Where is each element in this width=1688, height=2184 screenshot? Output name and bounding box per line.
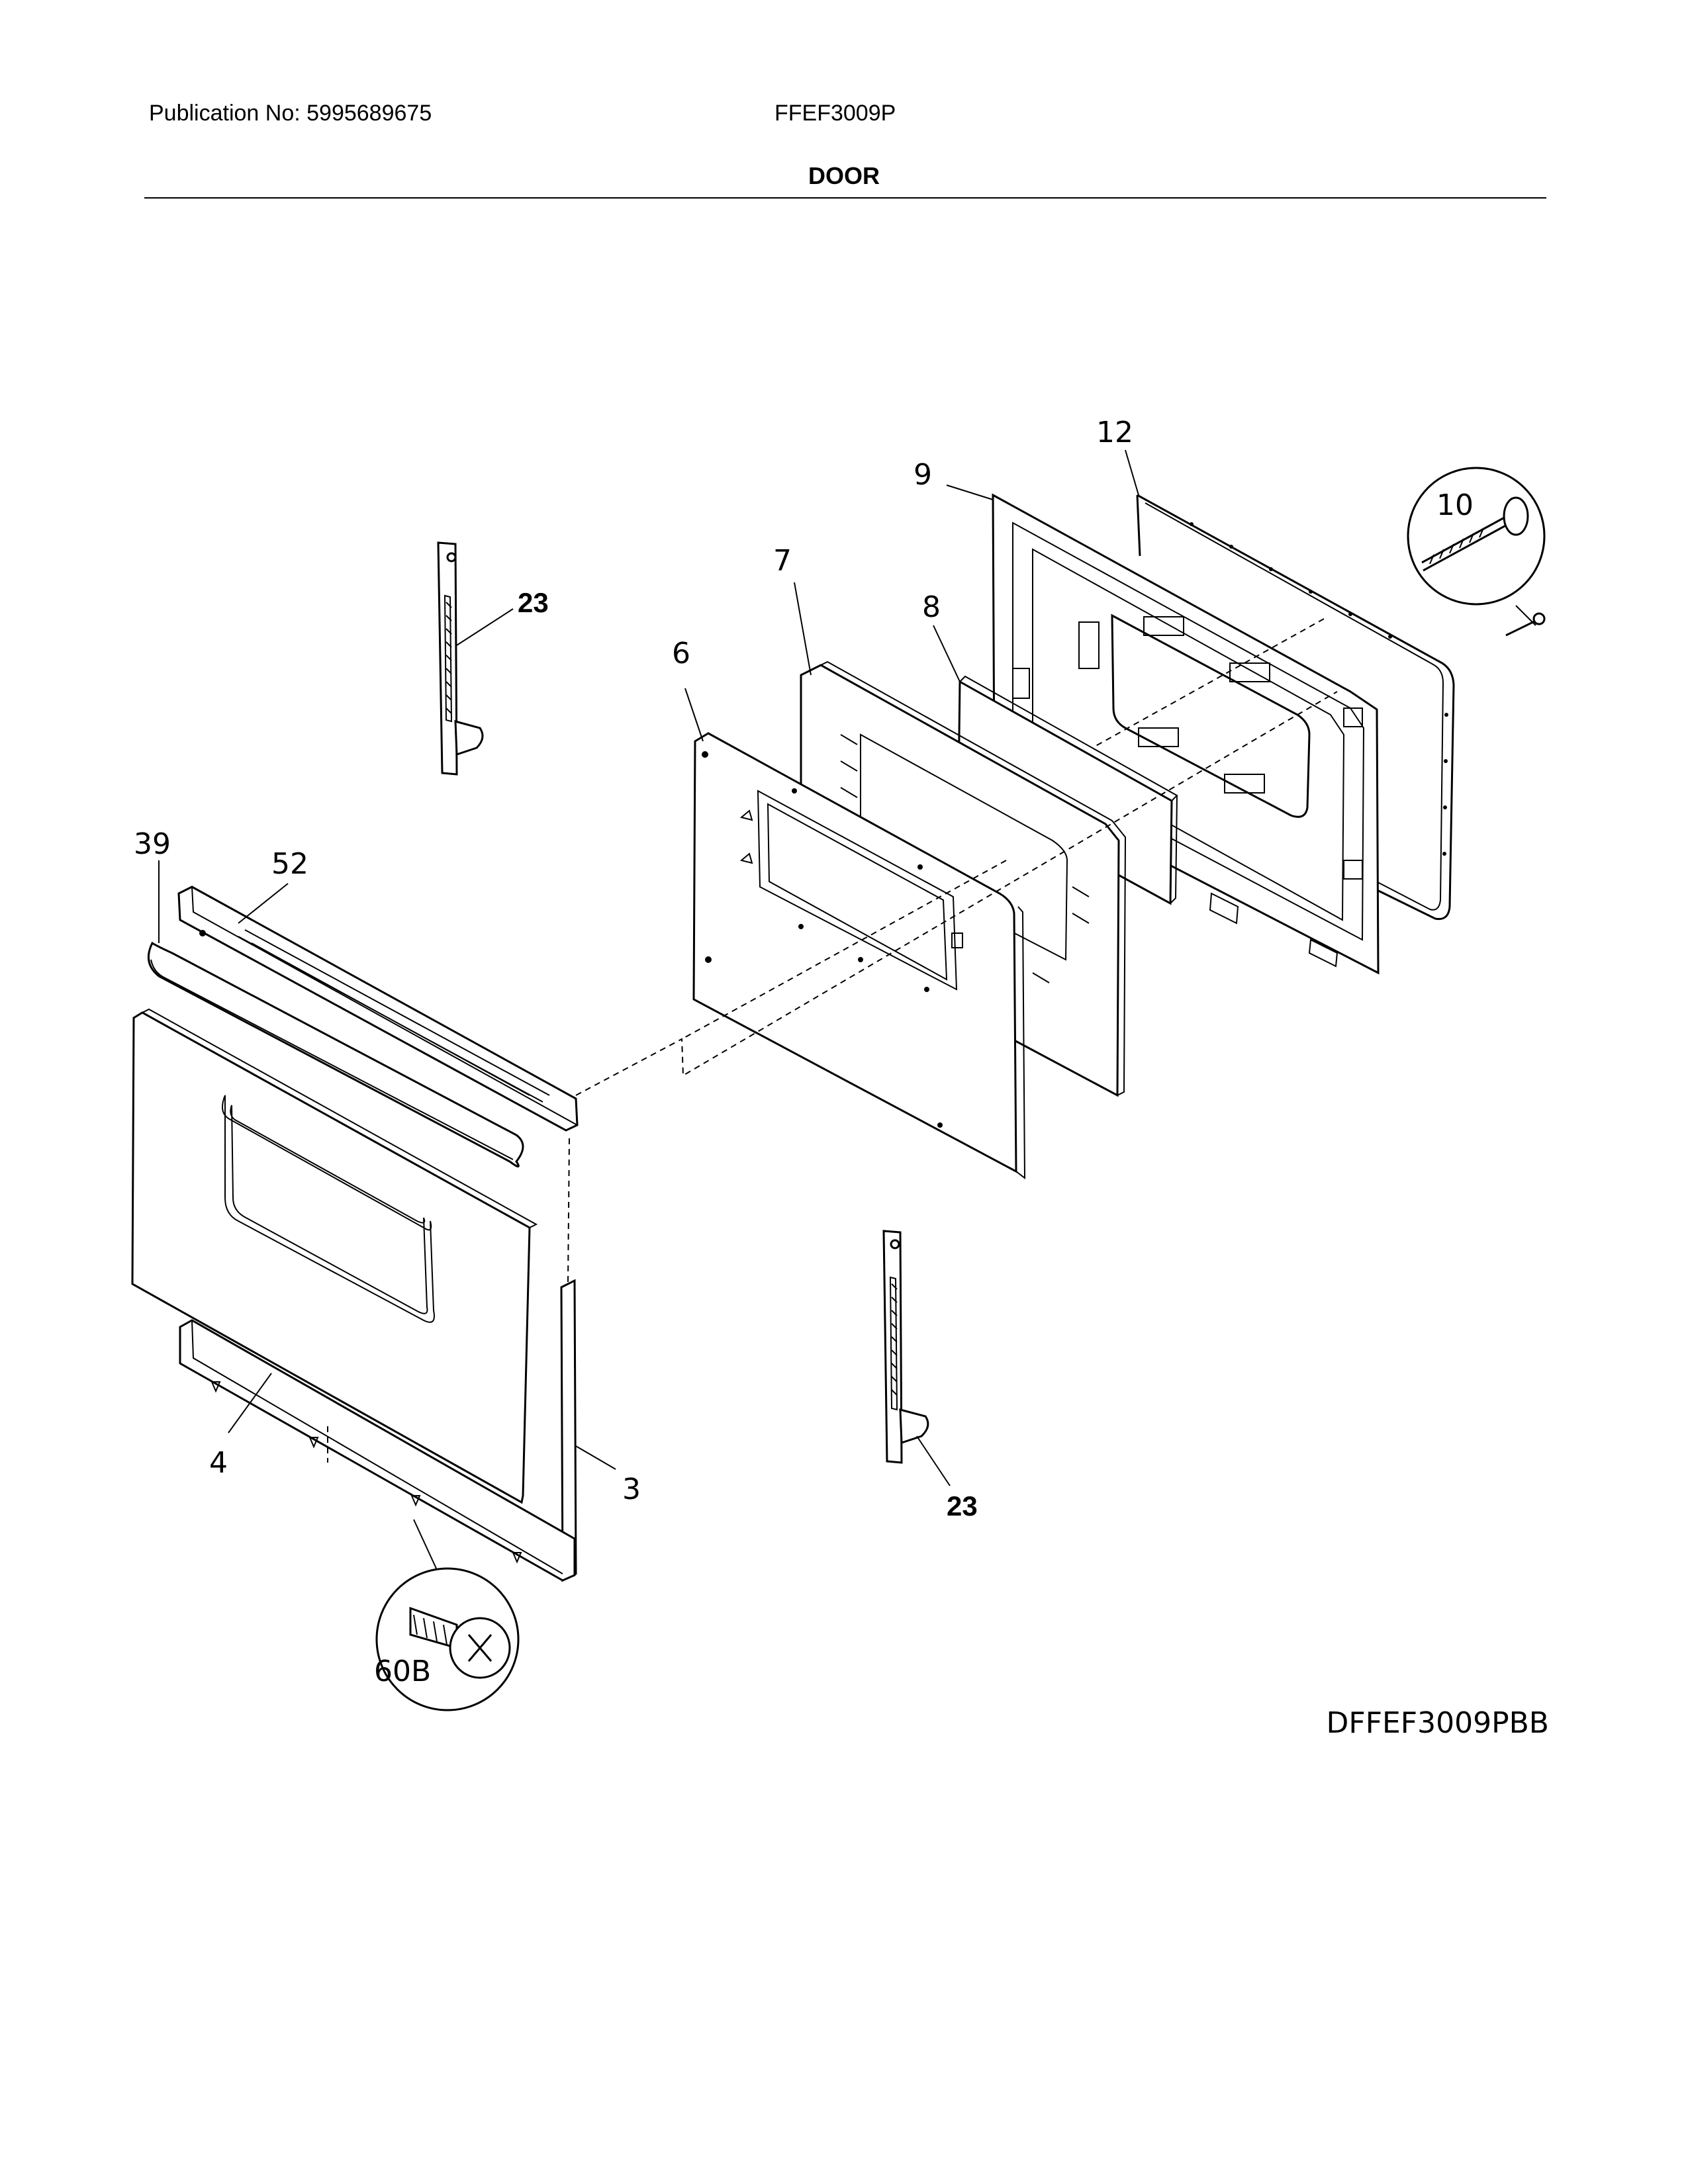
door-handle [147,941,524,1167]
assembly-lines [327,618,1338,1463]
callout-52: 52 [271,847,308,881]
callout-23-bottom: 23 [947,1490,978,1522]
door-top-trim [177,886,579,1132]
callout-10: 10 [1436,488,1474,522]
callout-12: 12 [1096,416,1133,449]
screw-detail-10 [1407,467,1546,637]
hinge-top [437,541,484,776]
inner-door-liner [992,493,1380,975]
callout-8: 8 [922,590,941,624]
model-number: FFEF3009P [774,101,896,126]
callout-23-top: 23 [518,587,549,618]
callout-60b: 60B [374,1655,431,1688]
publication-number: Publication No: 5995689675 [149,101,432,126]
leader-lines [158,449,1139,1570]
callout-4: 4 [209,1446,228,1480]
outer-door-panel [131,1008,538,1504]
screw-detail-60b [375,1567,520,1711]
callout-39: 39 [134,827,171,861]
door-screws [211,1381,522,1564]
callout-6: 6 [672,637,690,670]
callout-3: 3 [622,1473,641,1506]
diagram-code: DFFEF3009PBB [1326,1706,1550,1740]
inner-door-panel [692,732,1026,1180]
door-frame-trim [179,1279,577,1582]
callout-7: 7 [773,544,792,578]
callout-9: 9 [914,458,932,492]
header-rule [144,197,1546,199]
hinge-bottom [882,1230,929,1464]
door-gasket [1136,494,1455,921]
section-title: DOOR [808,162,880,189]
